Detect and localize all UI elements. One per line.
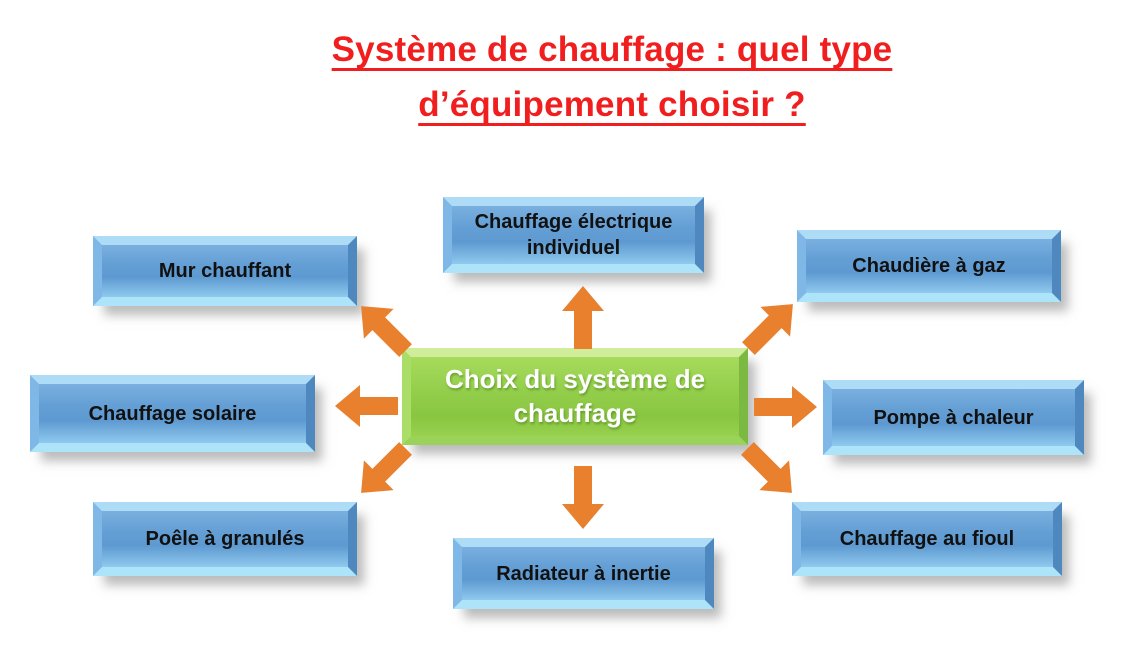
arrow-down-icon — [561, 466, 605, 530]
central-node-label: Choix du système de chauffage — [444, 363, 706, 428]
node-label: Poêle à granulés — [145, 528, 305, 550]
node-central-choix-systeme-chauffage: Choix du système de chauffage — [402, 348, 748, 445]
node-chauffage-au-fioul: Chauffage au fioul — [792, 502, 1062, 576]
node-chauffage-electrique-individuel: Chauffage électrique individuel — [443, 197, 704, 273]
node-label: Chauffage au fioul — [839, 528, 1015, 550]
node-label: Chaudière à gaz — [852, 255, 1006, 277]
node-pompe-a-chaleur: Pompe à chaleur — [823, 380, 1084, 455]
node-label: Pompe à chaleur — [873, 406, 1034, 429]
arrow-down-right-icon — [732, 433, 808, 509]
node-label: Mur chauffant — [158, 260, 292, 282]
node-chaudiere-a-gaz: Chaudière à gaz — [797, 230, 1061, 302]
arrow-left-icon — [334, 384, 398, 428]
node-radiateur-a-inertie: Radiateur à inertie — [453, 538, 714, 609]
page-title-line-1: Système de chauffage : quel type — [331, 30, 893, 69]
arrow-up-icon — [561, 285, 605, 349]
node-label: Radiateur à inertie — [496, 562, 671, 585]
arrow-up-left-icon — [345, 290, 421, 366]
page-title-line-2: d’équipement choisir ? — [418, 85, 806, 124]
node-chauffage-solaire: Chauffage solaire — [30, 375, 315, 452]
node-label: Chauffage électrique individuel — [474, 211, 673, 259]
arrow-down-left-icon — [345, 433, 421, 509]
arrow-up-right-icon — [733, 288, 809, 364]
node-label: Chauffage solaire — [88, 402, 257, 425]
arrow-right-icon — [754, 385, 818, 429]
page-title: Système de chauffage : quel type d’équip… — [93, 22, 1131, 132]
node-poele-a-granules: Poêle à granulés — [93, 502, 357, 576]
node-mur-chauffant: Mur chauffant — [93, 236, 357, 306]
